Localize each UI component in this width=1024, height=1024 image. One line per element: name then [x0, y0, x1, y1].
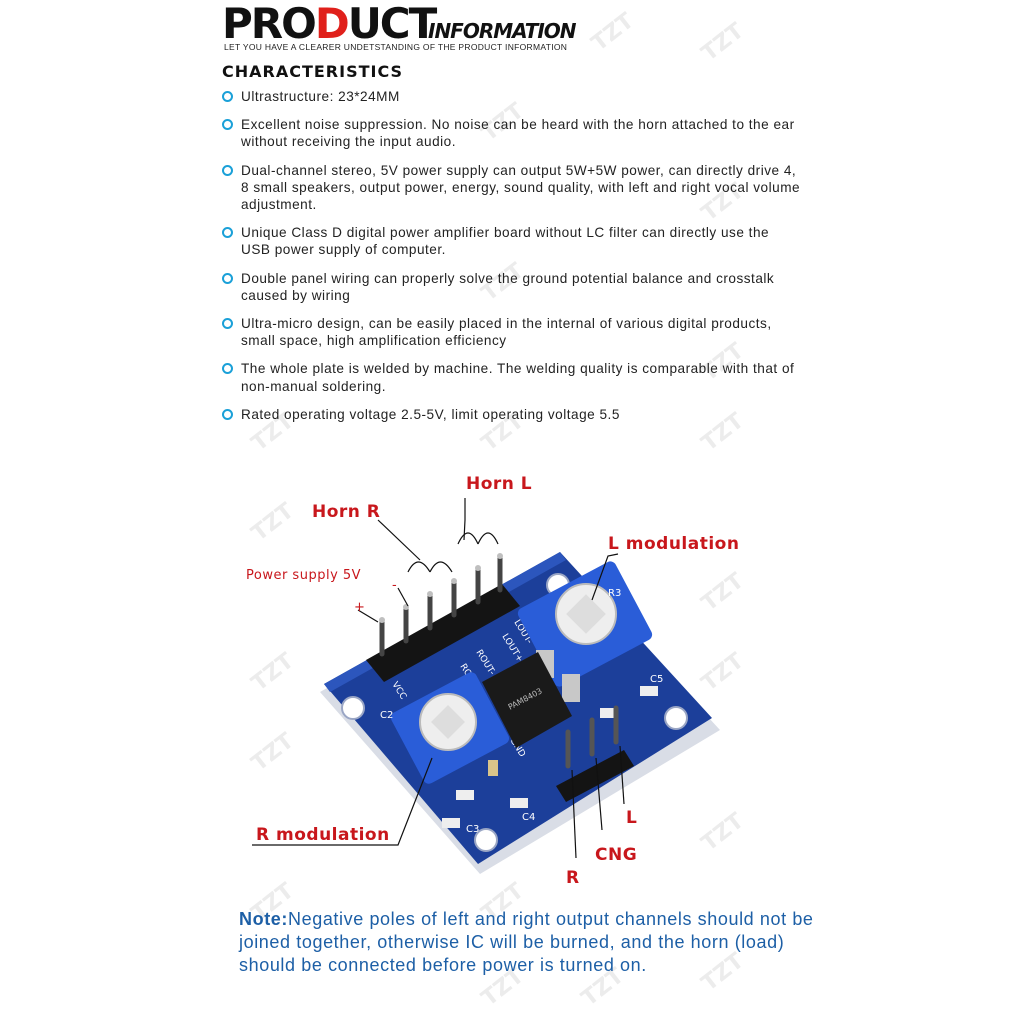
silk-c3: C3	[466, 824, 479, 835]
silk-c2: C2	[380, 710, 393, 721]
brand-tagline: LET YOU HAVE A CLEARER UNDETSTANDING OF …	[224, 42, 568, 52]
board-illustration: LOUT- LOUT+ ROUT- ROUT+ VCC GND PAM8403	[252, 498, 720, 874]
characteristic-item: The whole plate is welded by machine. Th…	[222, 360, 802, 394]
smd-capacitor	[488, 760, 498, 776]
characteristic-text: Ultra-micro design, can be easily placed…	[241, 316, 772, 349]
characteristic-item: Double panel wiring can properly solve t…	[222, 270, 802, 304]
mounting-hole	[474, 828, 498, 852]
characteristic-item: Ultrastructure: 23*24MM	[222, 88, 802, 105]
label-minus: -	[392, 578, 398, 593]
mounting-hole	[664, 706, 688, 730]
bullet-circle-icon	[222, 363, 233, 375]
smd-component	[600, 708, 618, 718]
characteristics-list: Ultrastructure: 23*24MM Excellent noise …	[222, 88, 802, 434]
callout-lines	[252, 498, 625, 859]
smd-component	[510, 798, 528, 808]
brand-prefix: PRO	[222, 0, 317, 48]
bullet-circle-icon	[222, 164, 233, 176]
label-power-supply: Power supply 5V	[246, 568, 362, 583]
characteristic-text: Excellent noise suppression. No noise ca…	[241, 117, 795, 150]
characteristic-text: Rated operating voltage 2.5-5V, limit op…	[241, 406, 620, 422]
smd-component	[456, 790, 474, 800]
board-silkscreen: C2 C3 C4 C5 R3	[380, 588, 663, 835]
silk-c5: C5	[650, 674, 663, 685]
header-pins	[379, 553, 503, 657]
smd-component	[442, 818, 460, 828]
characteristic-text: Unique Class D digital power amplifier b…	[241, 225, 770, 258]
brand-suffix: UCT	[347, 0, 438, 48]
label-r: R	[566, 868, 580, 888]
label-l-modulation: L modulation	[608, 534, 740, 554]
pin-header-base	[366, 584, 520, 682]
characteristics-heading: CHARACTERISTICS	[222, 62, 404, 81]
brand-product-title: PRODUCT	[222, 0, 438, 48]
amplifier-chip	[482, 652, 572, 748]
characteristic-item: Excellent noise suppression. No noise ca…	[222, 116, 802, 150]
label-plus: +	[354, 600, 366, 615]
smd-component	[640, 686, 658, 696]
characteristic-item: Rated operating voltage 2.5-5V, limit op…	[222, 406, 802, 423]
product-information-header: PRODUCT INFORMATION LET YOU HAVE A CLEAR…	[222, 0, 642, 53]
label-l: L	[626, 808, 638, 828]
bullet-circle-icon	[222, 91, 233, 102]
characteristic-item: Unique Class D digital power amplifier b…	[222, 224, 802, 258]
mounting-hole	[341, 696, 365, 720]
bullet-circle-icon	[222, 408, 233, 420]
bullet-circle-icon	[222, 272, 233, 284]
label-horn-r: Horn R	[312, 502, 381, 522]
note-label: Note:	[239, 909, 288, 929]
pot-l-leg	[562, 674, 580, 702]
label-horn-l: Horn L	[466, 474, 533, 494]
characteristic-text: Ultrastructure: 23*24MM	[241, 89, 400, 104]
characteristic-item: Ultra-micro design, can be easily placed…	[222, 315, 802, 349]
bullet-circle-icon	[222, 227, 233, 239]
pot-l-slot	[566, 594, 606, 634]
amplifier-board-diagram: LOUT- LOUT+ ROUT- ROUT+ VCC GND PAM8403	[220, 460, 780, 900]
characteristic-text: The whole plate is welded by machine. Th…	[241, 361, 795, 394]
pin-tips	[379, 553, 503, 623]
characteristic-item: Dual-channel stereo, 5V power supply can…	[222, 162, 802, 214]
bullet-circle-icon	[222, 119, 233, 131]
warning-note: Note:Negative poles of left and right ou…	[239, 908, 819, 977]
characteristic-text: Double panel wiring can properly solve t…	[241, 270, 775, 303]
audio-input-header	[556, 750, 634, 802]
label-cng: CNG	[595, 845, 638, 865]
brand-highlight: D	[314, 0, 350, 48]
characteristic-text: Dual-channel stereo, 5V power supply can…	[241, 162, 801, 213]
watermark: TZT	[697, 18, 749, 67]
bullet-circle-icon	[222, 318, 233, 330]
silk-c4: C4	[522, 812, 535, 823]
note-text: Negative poles of left and right output …	[239, 909, 814, 975]
label-r-modulation: R modulation	[256, 825, 390, 845]
brand-information-word: INFORMATION	[428, 19, 577, 43]
audio-input-pins	[565, 705, 619, 769]
silk-r3: R3	[608, 588, 621, 599]
